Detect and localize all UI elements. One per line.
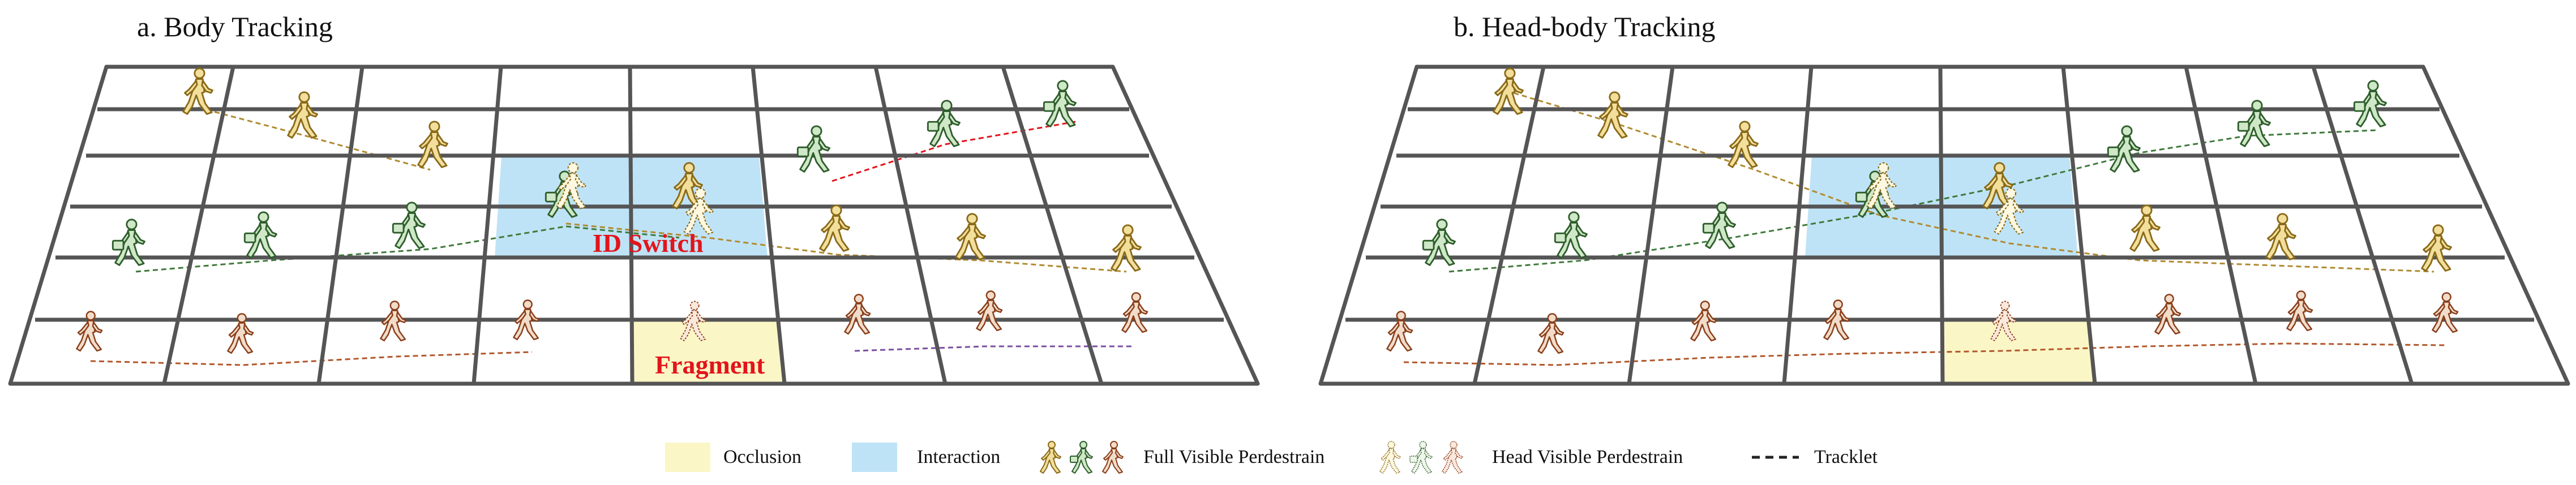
pedestrian-icon xyxy=(182,67,213,115)
tracklet-green-mid xyxy=(135,225,680,273)
pedestrian-bag-icon xyxy=(1554,211,1588,259)
tracklet-red xyxy=(831,121,1076,182)
pedestrian-icon xyxy=(1386,311,1413,352)
pedestrian-icon xyxy=(1111,224,1142,272)
pedestrian-icon xyxy=(2265,213,2296,260)
pedestrian-bag-icon xyxy=(2107,125,2141,173)
tracklet-brown-left xyxy=(90,351,533,366)
legend-head-visible-icons xyxy=(1379,441,1463,474)
walking-pedestrian-with-bag-icon xyxy=(1070,441,1093,474)
head-visible-pedestrian-icon xyxy=(1442,441,1463,474)
pedestrian-icon xyxy=(819,204,850,252)
pedestrian-icon xyxy=(976,290,1003,332)
head-visible-pedestrian-icon xyxy=(1409,441,1433,474)
pedestrian-icon xyxy=(1690,301,1717,342)
legend-occlusion: Occlusion xyxy=(723,440,801,474)
legend-graphics xyxy=(665,441,1799,474)
occlusion-region xyxy=(1942,320,2095,384)
panel-b-scene xyxy=(1318,65,2570,386)
pedestrian-icon xyxy=(844,294,871,335)
legend-full-visible-label: Full Visible Perdestrain xyxy=(1143,447,1325,467)
legend-tracklet-label: Tracklet xyxy=(1814,447,1878,467)
pedestrian-icon xyxy=(1121,292,1148,333)
tracklets-panel-a xyxy=(90,106,1132,366)
panel-a-scene xyxy=(8,65,1260,386)
head-visible-pedestrian-icon xyxy=(1379,441,1401,474)
pedestrian-bag-icon xyxy=(1702,201,1736,249)
panel-b-title: b. Head-body Tracking xyxy=(1454,11,1716,42)
legend-head-visible-label: Head Visible Perdestrain xyxy=(1492,447,1683,467)
legend-interaction-label: Interaction xyxy=(917,447,1001,467)
pedestrian-icon xyxy=(380,301,407,342)
grid-panel-b xyxy=(1318,65,2570,386)
panel-a-title: a. Body Tracking xyxy=(137,11,333,42)
pedestrian-icon xyxy=(1493,67,1524,115)
walking-pedestrian-icon xyxy=(1102,441,1124,474)
pedestrians-brown-a xyxy=(76,290,1148,354)
pedestrian-icon xyxy=(1823,299,1850,341)
tracklets-panel-b xyxy=(1403,89,2446,366)
pedestrian-bag-icon xyxy=(796,125,830,173)
tracklet-yellow-top xyxy=(198,106,431,171)
tracklet-brown xyxy=(1403,342,2446,366)
pedestrian-icon xyxy=(2432,292,2459,333)
legend-occlusion-label: Occlusion xyxy=(723,447,801,467)
pedestrian-icon xyxy=(417,121,448,168)
legend-tracklet: Tracklet xyxy=(1814,440,1878,474)
id-switch-annotation: ID Switch xyxy=(593,229,704,257)
pedestrian-icon xyxy=(2154,294,2181,335)
fragment-annotation: Fragment xyxy=(655,350,765,379)
pedestrian-icon xyxy=(287,91,318,139)
pedestrian-icon xyxy=(76,311,103,352)
tracklet-purple xyxy=(854,345,1132,352)
tracklet-yellow-top xyxy=(1505,89,2434,273)
legend-interaction: Interaction xyxy=(917,440,1000,474)
legend-occlusion-swatch xyxy=(665,443,710,472)
pedestrian-bag-icon xyxy=(2353,80,2387,127)
legend-full-visible: Full Visible Perdestrain xyxy=(1143,440,1325,474)
pedestrian-bag-icon xyxy=(243,211,277,259)
tracklet-yellow-mid xyxy=(565,222,1127,273)
pedestrian-icon xyxy=(2286,290,2313,332)
grid-panel-a xyxy=(8,65,1260,386)
pedestrian-bag-icon xyxy=(1043,80,1077,127)
pedestrian-icon xyxy=(2421,224,2452,272)
occlusion-region xyxy=(632,320,785,384)
walking-pedestrian-icon xyxy=(1040,441,1061,474)
legend-interaction-swatch xyxy=(852,443,897,472)
pedestrian-icon xyxy=(513,299,540,341)
legend-full-visible-icons xyxy=(1040,441,1124,474)
tracklet-green xyxy=(1448,129,2378,273)
pedestrian-bag-icon xyxy=(392,201,426,249)
pedestrian-icon xyxy=(1597,91,1628,139)
pedestrian-icon xyxy=(2129,204,2161,252)
legend-head-visible: Head Visible Perdestrain xyxy=(1492,440,1683,474)
pedestrian-icon xyxy=(955,213,986,260)
pedestrian-icon xyxy=(1728,121,1759,168)
